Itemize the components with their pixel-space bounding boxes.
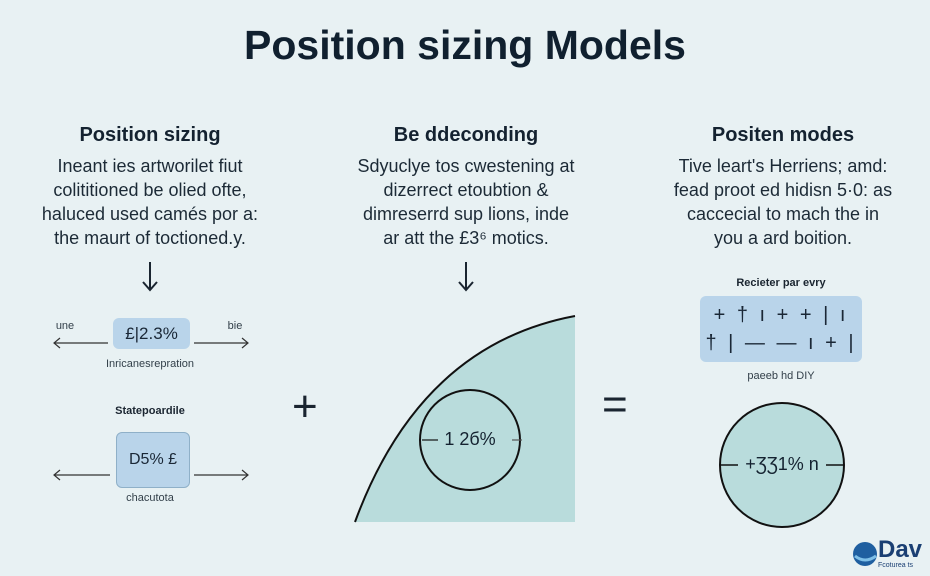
grid-row: † | — — ı + |: [705, 332, 857, 354]
text-line: dizerrect etoubtion &: [383, 180, 549, 200]
text-line: fead proot ed hidisn 5·0: as: [673, 180, 893, 200]
col1-heading: Position sizing: [79, 124, 221, 146]
down-arrow-icon: [142, 262, 158, 292]
col2-description: Sdyuclye tos cwestening at dizerrect eto…: [306, 154, 626, 250]
text-line: ar att the £3⁶ motics.: [383, 228, 549, 248]
value-caption: Inricanesrepration: [105, 358, 195, 370]
value-box: £|2.3%: [113, 318, 190, 349]
brand-logo: Dav Fcoturea ts: [852, 538, 922, 569]
text-line: the maurt of toctioned.y.: [54, 228, 246, 248]
text-line: Sdyuclye tos cwestening at: [357, 156, 575, 176]
left-right-arrows: [53, 337, 249, 481]
text-line: colititioned be olied ofte,: [53, 180, 247, 200]
symbol-grid: + † ı + + | ı † | — — ı + |: [700, 296, 862, 362]
col3-heading: Positen modes: [711, 124, 855, 146]
text-line: dimreserrd sup lions, inde: [362, 204, 570, 224]
col1-description: Ineant ies artworilet fiut colititioned …: [0, 154, 310, 250]
text-line: haluced used camés por a:: [41, 204, 259, 224]
result-circle-value: +ƷƷ1% n: [745, 454, 819, 474]
plus-operator: +: [292, 382, 318, 431]
grid-label: Recieter par evry: [736, 277, 826, 289]
circle-value: 1 2б%: [444, 429, 496, 449]
col2-heading: Be ddeconding: [393, 124, 539, 146]
page-title: Position sizing Models: [244, 22, 686, 68]
down-arrow-icon: [458, 262, 474, 292]
text-line: Tive leart's Herriens; amd:: [678, 156, 888, 176]
text-line: Ineant ies artworilet fiut: [57, 156, 243, 176]
quarter-arc-shape: [355, 316, 575, 522]
right-label: bie: [227, 320, 243, 332]
col3-description: Tive leart's Herriens; amd: fead proot e…: [623, 154, 930, 250]
grid-caption: paeeb hd DIY: [747, 370, 815, 382]
left-label: une: [55, 320, 75, 332]
logo-subtext: Fcoturea ts: [878, 562, 914, 569]
grid-row: + † ı + + | ı: [713, 304, 849, 326]
value-box-2: D5% £: [116, 432, 190, 488]
value-caption-2: chacutota: [126, 492, 174, 504]
logo-icon: [853, 542, 877, 566]
section-label: Statepoardile: [115, 405, 185, 417]
text-line: caccecial to mach the in: [686, 204, 880, 224]
logo-text: Dav: [878, 536, 923, 563]
equals-operator: =: [602, 380, 628, 429]
text-line: you a ard boition.: [713, 228, 853, 248]
